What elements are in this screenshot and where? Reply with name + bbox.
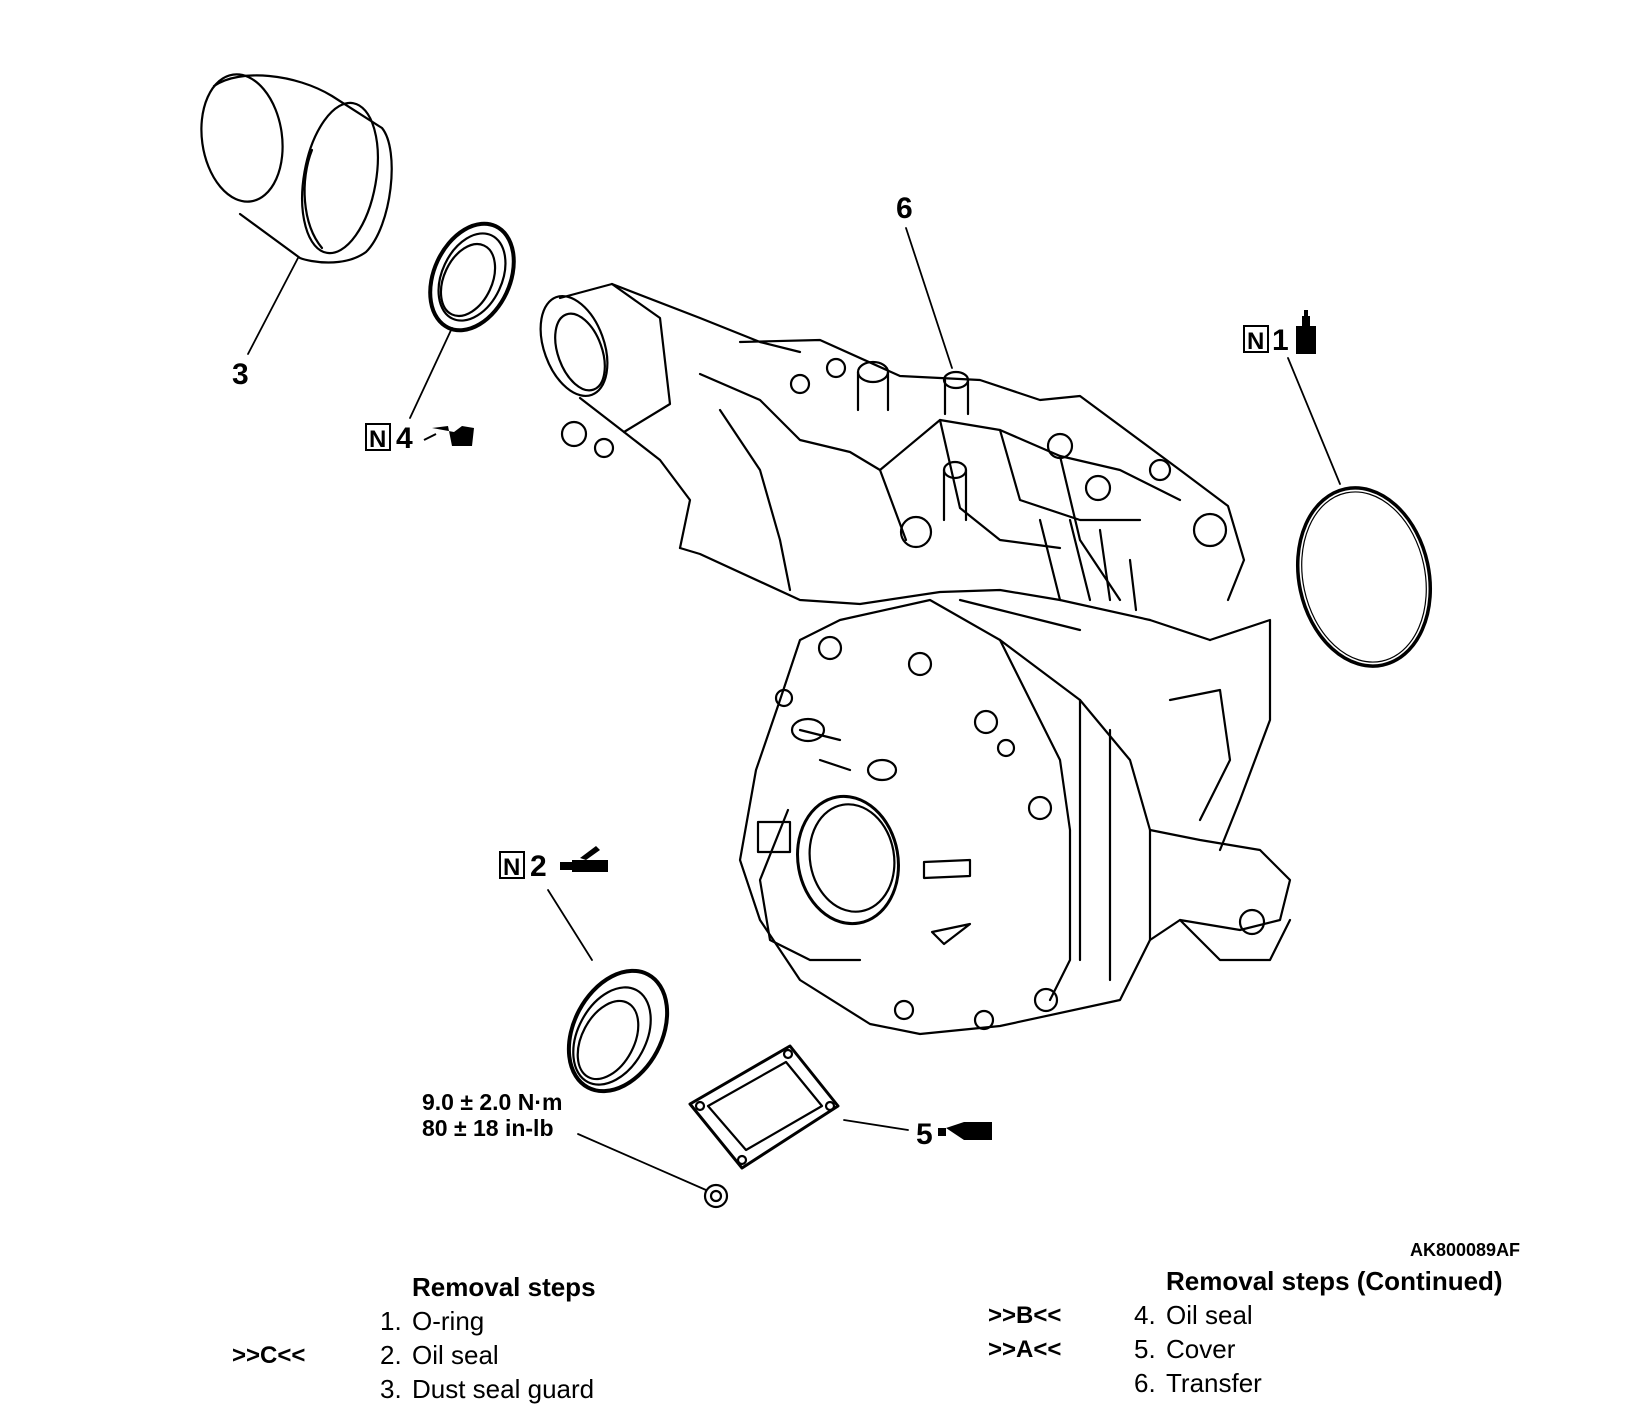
callout-2: 2 bbox=[530, 850, 547, 883]
step-label: Oil seal bbox=[1166, 1300, 1253, 1330]
new-part-badge-1: N bbox=[1243, 325, 1269, 355]
step-number: 4. bbox=[1134, 1300, 1156, 1330]
callout-1: 1 bbox=[1272, 324, 1289, 357]
adhesive-tube-icon bbox=[1296, 310, 1316, 354]
transfer-case-part bbox=[539, 282, 1292, 1036]
o-ring-part bbox=[1295, 486, 1433, 668]
sealant-tube-icon bbox=[938, 1122, 992, 1140]
step-number: 6. bbox=[1134, 1368, 1156, 1398]
step-number: 5. bbox=[1134, 1334, 1156, 1364]
cover-gasket-part bbox=[688, 1044, 840, 1170]
step-ref: >>B<< bbox=[988, 1302, 1062, 1329]
step-label: Transfer bbox=[1166, 1368, 1262, 1398]
step-label: Oil seal bbox=[412, 1340, 499, 1370]
removal-steps-title: Removal steps bbox=[412, 1272, 596, 1302]
svg-text:N: N bbox=[503, 854, 520, 881]
svg-text:N: N bbox=[369, 426, 386, 453]
step-number: 1. bbox=[380, 1306, 402, 1336]
callout-4: 4 bbox=[396, 422, 413, 455]
step-number: 2. bbox=[380, 1340, 402, 1370]
torque-metric: 9.0 ± 2.0 N·m bbox=[422, 1089, 562, 1115]
step-ref: >>C<< bbox=[232, 1342, 306, 1369]
grease-gun-icon bbox=[560, 846, 608, 872]
figure-code: AK800089AF bbox=[1410, 1240, 1521, 1260]
step-label: Cover bbox=[1166, 1334, 1236, 1364]
step-label: Dust seal guard bbox=[412, 1374, 595, 1404]
new-part-badge-2: N bbox=[499, 851, 525, 881]
oil-seal-lower-part bbox=[566, 968, 670, 1094]
svg-text:N: N bbox=[1247, 328, 1264, 355]
bolt-part bbox=[703, 1183, 729, 1209]
step-label: O-ring bbox=[412, 1306, 485, 1336]
step-number: 3. bbox=[380, 1374, 402, 1404]
torque-imperial: 80 ± 18 in-lb bbox=[422, 1115, 554, 1141]
callout-5: 5 bbox=[916, 1118, 933, 1151]
dust-seal-guard-part bbox=[200, 73, 393, 264]
oil-seal-upper-part bbox=[428, 221, 516, 333]
callout-3: 3 bbox=[232, 358, 249, 391]
removal-steps-continued-title: Removal steps (Continued) bbox=[1166, 1266, 1503, 1296]
callout-6: 6 bbox=[896, 192, 913, 225]
new-part-badge-4: N bbox=[365, 423, 391, 453]
leader-lines bbox=[247, 227, 1341, 1191]
oil-can-icon bbox=[423, 426, 474, 446]
step-ref: >>A<< bbox=[988, 1336, 1062, 1363]
